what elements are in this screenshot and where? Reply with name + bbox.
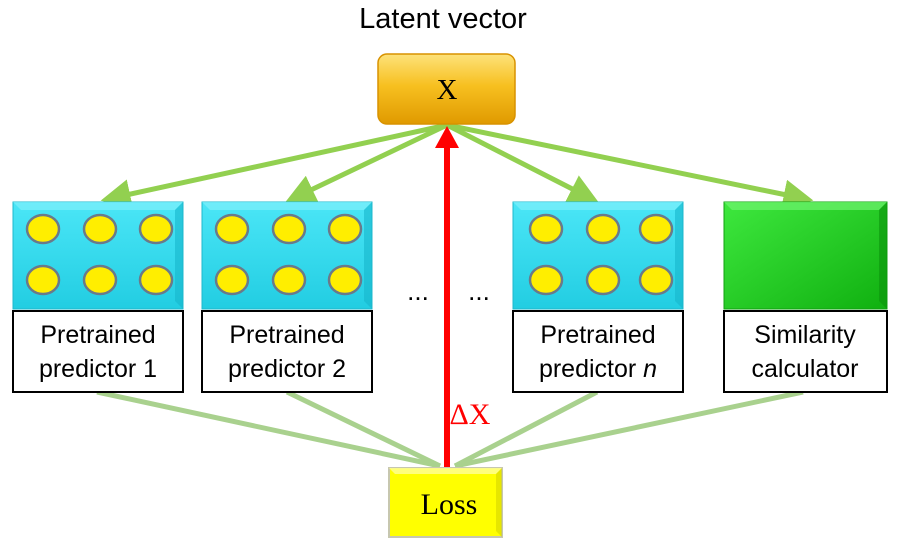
neuron-circle [214, 264, 250, 296]
predictor-1-label-box [12, 310, 184, 393]
neuron-circle [82, 264, 118, 296]
connector-line [453, 389, 599, 469]
similarity-calculator: Similarity calculator [723, 201, 888, 393]
neuron-circle [25, 264, 61, 296]
predictor-n-label-line2: predictor n [539, 355, 657, 383]
neuron-circle [271, 213, 307, 245]
predictor-2-label-line2: predictor 2 [228, 355, 346, 383]
connector-line [454, 389, 804, 469]
predictor-n-label-italic: n [643, 355, 657, 383]
predictor-1: Pretrained predictor 1 [12, 201, 184, 393]
loss-connectors [96, 389, 804, 469]
diagram-title: Latent vector [359, 3, 527, 35]
predictor-1-label-line1: Pretrained [40, 321, 155, 349]
neuron-circle [528, 264, 564, 296]
neuron-circle [638, 213, 674, 245]
gradient-label: ΔX [450, 398, 491, 431]
loss-box: Loss [388, 467, 503, 538]
loss-label: Loss [421, 488, 478, 521]
predictor-n-label-box [512, 310, 684, 393]
predictor-2: Pretrained predictor 2 [201, 201, 373, 393]
similarity-label-line1: Similarity [754, 321, 856, 349]
neuron-circle [638, 264, 674, 296]
predictor-n: Pretrained predictor n [512, 201, 684, 393]
similarity-panel [723, 201, 888, 310]
arrow-to-predictor-n [445, 122, 599, 203]
latent-vector-label: X [437, 74, 458, 106]
ellipsis-left: ... [407, 276, 429, 306]
neuron-circle [271, 264, 307, 296]
neuron-grid [214, 213, 363, 296]
predictor-n-label-text: predictor [539, 355, 643, 383]
neuron-grid [25, 213, 174, 296]
neuron-circle [25, 213, 61, 245]
neuron-circle [528, 213, 564, 245]
neuron-grid [528, 213, 674, 296]
latent-vector-box: X [377, 53, 516, 125]
neuron-circle [585, 213, 621, 245]
neuron-circle [327, 213, 363, 245]
arrow-to-predictor-2 [285, 122, 449, 203]
predictor-1-label-line2: predictor 1 [39, 355, 157, 383]
neuron-circle [138, 264, 174, 296]
gradient-arrow [435, 126, 459, 468]
predictor-n-label-line1: Pretrained [540, 321, 655, 349]
connector-line [96, 389, 441, 469]
neuron-circle [214, 213, 250, 245]
predictor-2-label-box [201, 310, 373, 393]
arrow-to-predictor-1 [100, 122, 448, 209]
arrow-to-similarity [446, 122, 814, 210]
neuron-circle [138, 213, 174, 245]
ellipsis-right: ... [468, 276, 490, 306]
neuron-circle [82, 213, 118, 245]
similarity-label-line2: calculator [752, 355, 859, 383]
neuron-circle [585, 264, 621, 296]
predictor-2-label-line1: Pretrained [229, 321, 344, 349]
similarity-label-box [723, 310, 888, 393]
connector-line [285, 389, 442, 469]
latent-arrows [100, 122, 814, 210]
neuron-circle [327, 264, 363, 296]
